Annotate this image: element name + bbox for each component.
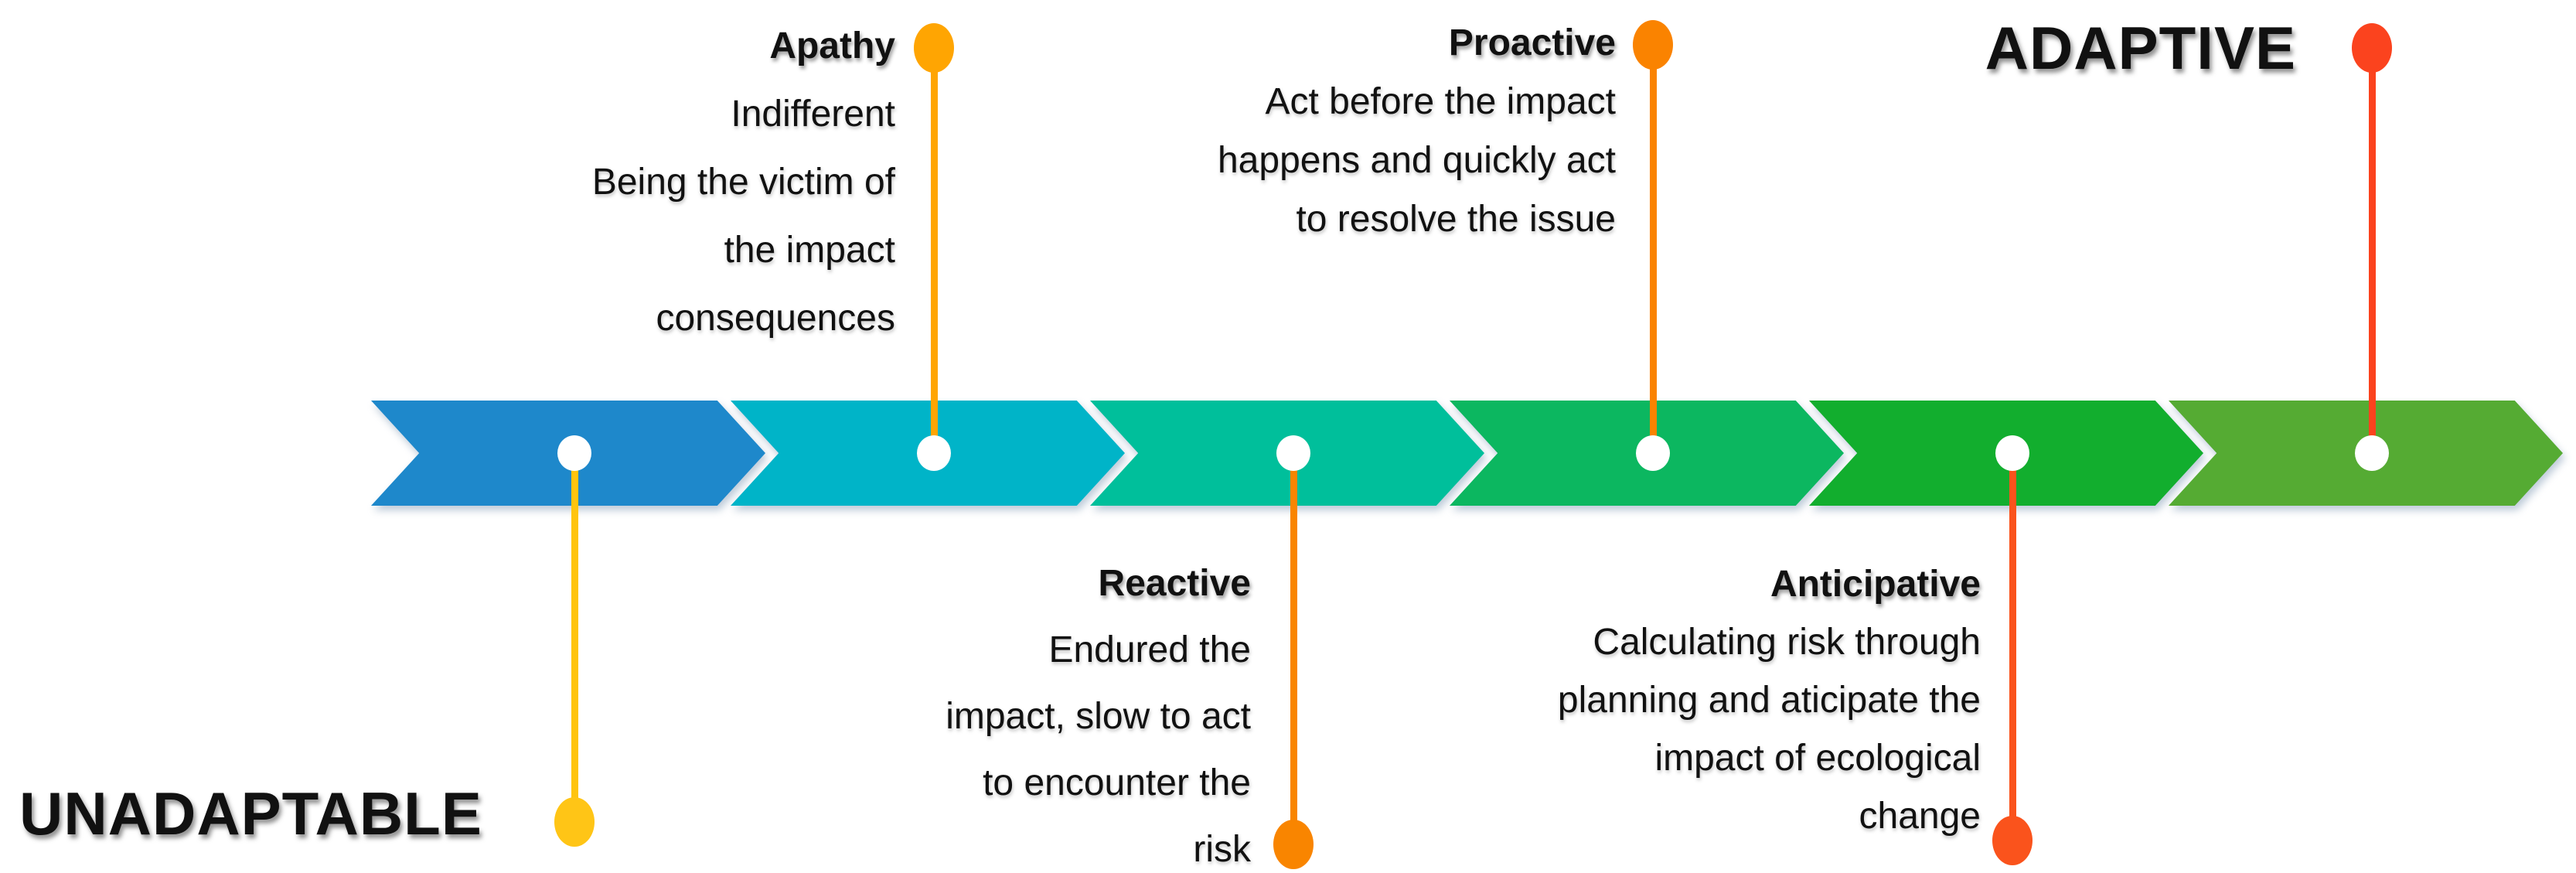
connector-line-unadaptable — [571, 453, 578, 822]
callout-reactive: Reactive Endured the impact, slow to act… — [946, 551, 1251, 873]
callout-title-unadaptable: UNADAPTABLE — [19, 779, 482, 847]
milestone-dot-3 — [1276, 435, 1310, 471]
callout-text-line: happens and quickly act — [1217, 140, 1616, 181]
callout-title-apathy: Apathy — [769, 26, 895, 66]
callout-adaptive: ADAPTIVE — [1985, 11, 2296, 85]
marker-dot-proactive — [1633, 20, 1673, 70]
milestone-dot-1 — [557, 435, 591, 471]
callout-text-line: consequences — [656, 298, 895, 339]
callout-text-line: Being the victim of — [591, 162, 895, 203]
callout-text-line: risk — [1193, 829, 1251, 870]
callout-text-line: Endured the — [1048, 629, 1251, 670]
connector-line-proactive — [1650, 45, 1657, 453]
milestone-dot-6 — [2355, 435, 2389, 471]
marker-dot-adaptive — [2352, 23, 2392, 73]
callout-text-line: Act before the impact — [1265, 81, 1616, 122]
connector-line-adaptive — [2369, 48, 2376, 453]
callout-title-proactive: Proactive — [1448, 22, 1616, 63]
callout-proactive: Proactive Act before the impact happens … — [1218, 14, 1616, 249]
callout-anticipative: Anticipative Calculating risk through pl… — [1558, 555, 1981, 845]
callout-title-adaptive: ADAPTIVE — [1985, 14, 2296, 82]
milestone-dot-2 — [917, 435, 951, 471]
milestone-dot-5 — [1995, 435, 2029, 471]
marker-dot-reactive — [1273, 820, 1314, 869]
callout-text-line: the impact — [724, 230, 895, 271]
callout-unadaptable: UNADAPTABLE — [19, 776, 482, 851]
milestone-dot-4 — [1636, 435, 1670, 471]
callout-apathy: Apathy Indifferent Being the victim of t… — [592, 12, 895, 353]
marker-dot-unadaptable — [554, 797, 595, 847]
callout-title-reactive: Reactive — [1098, 563, 1251, 604]
connector-line-reactive — [1290, 453, 1297, 844]
callout-text-line: to encounter the — [983, 762, 1251, 803]
callout-text-line: Calculating risk through — [1593, 622, 1981, 663]
callout-text-line: impact, slow to act — [946, 696, 1251, 737]
callout-text-line: change — [1859, 796, 1981, 837]
connector-line-apathy — [931, 48, 938, 453]
callout-text-line: Indifferent — [731, 94, 895, 135]
callout-text-line: to resolve the issue — [1296, 199, 1616, 240]
marker-dot-apathy — [914, 23, 954, 73]
callout-text-line: planning and aticipate the — [1557, 680, 1981, 721]
marker-dot-anticipative — [1992, 816, 2033, 865]
callout-title-anticipative: Anticipative — [1770, 564, 1981, 605]
callout-text-line: impact of ecological — [1654, 738, 1981, 779]
connector-line-anticipative — [2009, 453, 2016, 841]
